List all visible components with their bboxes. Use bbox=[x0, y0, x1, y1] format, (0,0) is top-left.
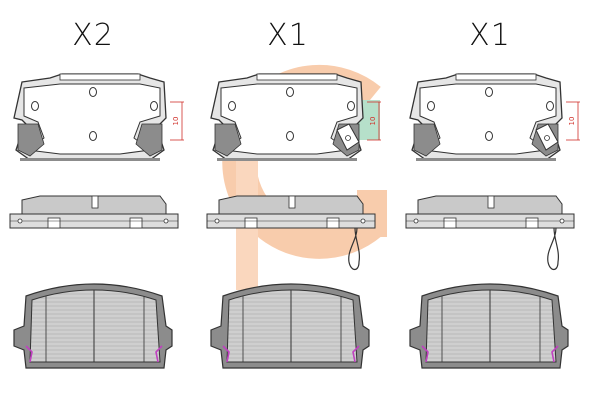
front-view: 10 bbox=[210, 73, 381, 161]
slot bbox=[91, 195, 99, 209]
wear-sensor-wire bbox=[547, 227, 560, 271]
mounting-hole-4 bbox=[286, 131, 294, 141]
friction-material bbox=[29, 289, 161, 363]
shim-right bbox=[525, 217, 539, 229]
quantity-label-1: X2 bbox=[72, 18, 114, 53]
right-ear bbox=[135, 123, 163, 157]
dimension-value: 10 bbox=[568, 117, 576, 126]
mounting-hole-1 bbox=[427, 101, 435, 111]
bottom-edge bbox=[217, 158, 357, 161]
rivet-left bbox=[413, 218, 419, 224]
mounting-hole-4 bbox=[89, 131, 97, 141]
mounting-hole-1 bbox=[228, 101, 236, 111]
mounting-hole-3 bbox=[485, 87, 493, 97]
bottom-edge bbox=[416, 158, 556, 161]
quantity-label-2: X1 bbox=[267, 18, 309, 53]
side-view bbox=[206, 195, 376, 271]
left-ear bbox=[214, 123, 242, 157]
quantity-label-3: X1 bbox=[469, 18, 511, 53]
friction-material bbox=[226, 289, 358, 363]
shim-right bbox=[326, 217, 340, 229]
wear-indicator-right bbox=[352, 345, 360, 363]
friction-face-view bbox=[13, 283, 173, 369]
mounting-hole-3 bbox=[286, 87, 294, 97]
dimension-value: 10 bbox=[172, 117, 180, 126]
rivet-right bbox=[360, 218, 366, 224]
top-tab bbox=[59, 73, 141, 81]
wear-clip-hole bbox=[544, 135, 550, 141]
bottom-edge bbox=[20, 158, 160, 161]
mounting-hole-4 bbox=[485, 131, 493, 141]
wear-clip bbox=[336, 123, 360, 151]
mounting-hole-2 bbox=[347, 101, 355, 111]
front-view: 10 bbox=[13, 73, 184, 161]
wear-indicator-left bbox=[25, 345, 33, 363]
rivet-left bbox=[214, 218, 220, 224]
left-ear bbox=[413, 123, 441, 157]
rivet-right bbox=[163, 218, 169, 224]
friction-material bbox=[425, 289, 557, 363]
mounting-hole-2 bbox=[546, 101, 554, 111]
thickness-dimension: 10 bbox=[566, 101, 580, 141]
dimension-value: 10 bbox=[369, 117, 377, 126]
wear-sensor-wire bbox=[348, 227, 361, 271]
mounting-hole-1 bbox=[31, 101, 39, 111]
left-ear bbox=[17, 123, 45, 157]
pad-set-1: 10 bbox=[9, 73, 184, 369]
side-view bbox=[405, 195, 575, 271]
mounting-hole-2 bbox=[150, 101, 158, 111]
shim-left bbox=[47, 217, 61, 229]
pad-set-3: 10 bbox=[405, 73, 580, 369]
wear-indicator-right bbox=[551, 345, 559, 363]
friction-face-view bbox=[210, 283, 370, 369]
pad-set-2: 10 bbox=[206, 73, 381, 369]
slot bbox=[487, 195, 495, 209]
shim-left bbox=[244, 217, 258, 229]
top-tab bbox=[455, 73, 537, 81]
thickness-dimension: 10 bbox=[367, 101, 381, 141]
thickness-dimension: 10 bbox=[170, 101, 184, 141]
wear-indicator-left bbox=[222, 345, 230, 363]
rivet-right bbox=[559, 218, 565, 224]
wear-indicator-right bbox=[155, 345, 163, 363]
wear-clip bbox=[535, 123, 559, 151]
front-view: 10 bbox=[409, 73, 580, 161]
wear-clip-hole bbox=[345, 135, 351, 141]
wear-indicator-left bbox=[421, 345, 429, 363]
shim-right bbox=[129, 217, 143, 229]
friction-face-view bbox=[409, 283, 569, 369]
side-view bbox=[9, 195, 179, 229]
slot bbox=[288, 195, 296, 209]
shim-left bbox=[443, 217, 457, 229]
mounting-hole-3 bbox=[89, 87, 97, 97]
rivet-left bbox=[17, 218, 23, 224]
top-tab bbox=[256, 73, 338, 81]
